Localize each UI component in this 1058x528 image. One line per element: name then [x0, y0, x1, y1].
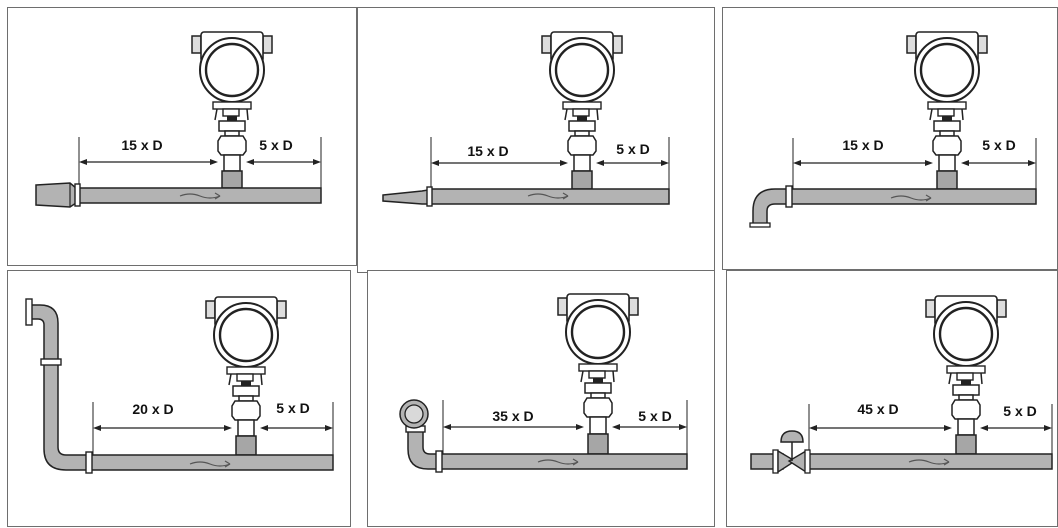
- elbow-icon: [749, 185, 793, 228]
- flow-arrow-icon: [527, 193, 569, 199]
- pipe: [806, 453, 1053, 470]
- flow-arrow-icon: [890, 195, 932, 201]
- panel-expander: 15 x D 5 x D: [357, 7, 715, 273]
- expander-icon: [382, 186, 433, 207]
- double-elbow-icon: [25, 298, 93, 474]
- reducer-icon: [35, 182, 81, 208]
- installation-diagram: 45 x D 5 x D: [750, 295, 1053, 474]
- flow-arrow-icon: [189, 461, 231, 467]
- upstream-distance-label: 20 x D: [132, 401, 173, 417]
- installation-diagram: 20 x D 5 x D: [25, 296, 334, 474]
- flow-arrow-icon: [537, 459, 579, 465]
- upstream-distance-label: 15 x D: [842, 137, 883, 153]
- flowmeter-transmitter-icon: [557, 293, 639, 455]
- installation-diagram: 35 x D 5 x D: [399, 293, 688, 473]
- upstream-distance-label: 15 x D: [121, 137, 162, 153]
- installation-diagram: 15 x D 5 x D: [382, 31, 670, 207]
- flow-arrow-icon: [908, 459, 950, 465]
- downstream-distance-label: 5 x D: [276, 400, 309, 416]
- upstream-distance-label: 45 x D: [857, 401, 898, 417]
- upstream-distance-label: 35 x D: [492, 408, 533, 424]
- downstream-distance-label: 5 x D: [1003, 403, 1036, 419]
- flowmeter-transmitter-icon: [191, 31, 273, 189]
- dimension-lines: [442, 400, 688, 457]
- flow-arrow-icon: [179, 193, 221, 199]
- dimension-lines: [78, 137, 322, 191]
- downstream-distance-label: 5 x D: [616, 141, 649, 157]
- pipe: [90, 454, 334, 471]
- panel-double-elbow-out-of-plane: 35 x D 5 x D: [367, 270, 715, 527]
- dimension-lines: [92, 402, 334, 458]
- downstream-distance-label: 5 x D: [638, 408, 671, 424]
- panel-control-valve: 45 x D 5 x D: [726, 270, 1058, 527]
- flowmeter-transmitter-icon: [541, 31, 623, 190]
- downstream-distance-label: 5 x D: [982, 137, 1015, 153]
- flowmeter-transmitter-icon: [906, 31, 988, 190]
- pipe: [440, 453, 688, 470]
- panel-reducer: 15 x D 5 x D: [7, 7, 357, 266]
- installation-diagram: 15 x D 5 x D: [35, 31, 322, 208]
- pipe: [790, 188, 1037, 205]
- installation-diagram: 15 x D 5 x D: [749, 31, 1037, 228]
- flowmeter-transmitter-icon: [205, 296, 287, 456]
- control-valve-icon: [750, 430, 811, 474]
- flowmeter-transmitter-icon: [925, 295, 1007, 455]
- dimension-lines: [808, 404, 1053, 457]
- panel-double-elbow-same-plane: 20 x D 5 x D: [7, 270, 351, 527]
- dimension-lines: [792, 138, 1037, 192]
- upstream-distance-label: 15 x D: [467, 143, 508, 159]
- downstream-distance-label: 5 x D: [259, 137, 292, 153]
- double-elbow-3d-icon: [399, 399, 443, 473]
- dimension-lines: [430, 137, 670, 193]
- panel-single-elbow: 15 x D 5 x D: [722, 7, 1058, 270]
